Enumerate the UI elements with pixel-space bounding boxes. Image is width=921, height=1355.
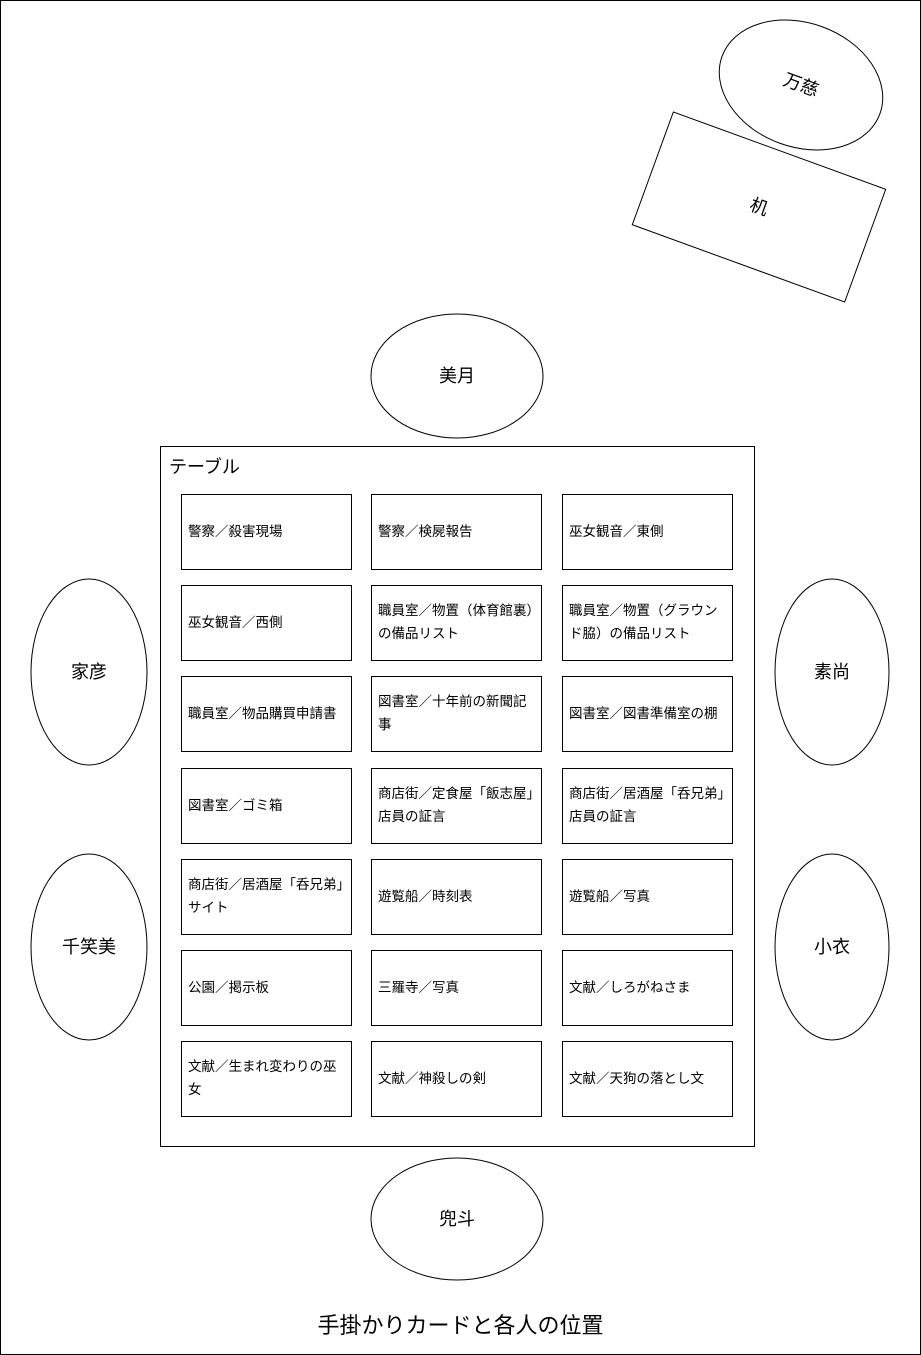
clue-card: 商店街／居酒屋「呑兄弟」店員の証言 (562, 768, 733, 844)
clue-card-label: 商店街／居酒屋「呑兄弟」店員の証言 (569, 786, 725, 825)
clue-card: 図書室／ゴミ箱 (181, 768, 352, 844)
clue-card: 図書室／十年前の新聞記事 (371, 676, 542, 752)
clue-card-label: 図書室／ゴミ箱 (188, 797, 283, 814)
person-chiemi (30, 853, 148, 1041)
clue-card: 図書室／図書準備室の棚 (562, 676, 733, 752)
clue-card-label: 職員室／物品購買申請書 (188, 705, 337, 722)
person-sonao (774, 578, 890, 766)
clue-card-label: 文献／神殺しの剣 (378, 1070, 486, 1087)
table: テーブル 警察／殺害現場 警察／検屍報告 巫女観音／東側巫女観音／西側 職員室／物置（… (160, 446, 755, 1147)
diagram-caption: 手掛かりカードと各人の位置 (317, 1314, 604, 1339)
clue-card: 警察／検屍報告 (371, 494, 542, 570)
clue-card: 職員室／物品購買申請書 (181, 676, 352, 752)
clue-card-label: 職員室／物置（体育館裏）の備品リスト (378, 603, 534, 642)
clue-card-label: 遊覧船／写真 (569, 888, 650, 905)
person-toto-label: 兜斗 (439, 1209, 475, 1230)
clue-card-label: 公園／掲示板 (188, 979, 269, 996)
clue-card: 職員室／物置（体育館裏）の備品リスト (371, 585, 542, 661)
clue-card-label: 警察／殺害現場 (188, 523, 283, 540)
clue-card-label: 文献／生まれ変わりの巫女 (188, 1059, 337, 1098)
clue-card-label: 文献／天狗の落とし文 (569, 1070, 704, 1087)
table-title: テーブル (169, 457, 240, 478)
clue-card: 警察／殺害現場 (181, 494, 352, 570)
clue-card-label: 図書室／図書準備室の棚 (569, 705, 718, 722)
clue-card-label: 警察／検屍報告 (378, 523, 473, 540)
clue-card: 公園／掲示板 (181, 950, 352, 1026)
clue-card-label: 巫女観音／西側 (188, 614, 283, 631)
clue-card: 遊覧船／時刻表 (371, 859, 542, 935)
clue-card-label: 遊覧船／時刻表 (378, 888, 473, 905)
clue-card: 遊覧船／写真 (562, 859, 733, 935)
desk (631, 111, 887, 303)
person-iehiko-label: 家彦 (71, 662, 107, 683)
person-iehiko (30, 578, 148, 766)
clue-card-label: 商店街／定食屋「飯志屋」店員の証言 (378, 786, 534, 825)
clue-card-label: 文献／しろがねさま (569, 979, 691, 996)
person-chiemi-label: 千笑美 (62, 937, 116, 958)
clue-card: 三羅寺／写真 (371, 950, 542, 1026)
clue-card: 文献／神殺しの剣 (371, 1041, 542, 1117)
person-sonao-label: 素尚 (814, 662, 850, 683)
person-mitsuki (370, 313, 544, 439)
person-toto (370, 1157, 544, 1281)
clue-card-label: 巫女観音／東側 (569, 523, 664, 540)
clue-card-label: 職員室／物置（グラウンド脇）の備品リスト (569, 603, 718, 642)
clue-card: 文献／天狗の落とし文 (562, 1041, 733, 1117)
person-koi-label: 小衣 (814, 937, 850, 958)
clue-card-label: 商店街／居酒屋「呑兄弟」サイト (188, 877, 344, 916)
clue-card-label: 図書室／十年前の新聞記事 (378, 694, 527, 733)
clue-card: 職員室／物置（グラウンド脇）の備品リスト (562, 585, 733, 661)
clue-card: 巫女観音／東側 (562, 494, 733, 570)
clue-card: 巫女観音／西側 (181, 585, 352, 661)
person-manji (718, 19, 884, 151)
person-mitsuki-label: 美月 (439, 366, 475, 387)
clue-card: 商店街／定食屋「飯志屋」店員の証言 (371, 768, 542, 844)
clue-card-label: 三羅寺／写真 (378, 979, 459, 996)
clue-card: 商店街／居酒屋「呑兄弟」サイト (181, 859, 352, 935)
clue-card: 文献／生まれ変わりの巫女 (181, 1041, 352, 1117)
person-koi (774, 853, 890, 1041)
clue-card: 文献／しろがねさま (562, 950, 733, 1026)
